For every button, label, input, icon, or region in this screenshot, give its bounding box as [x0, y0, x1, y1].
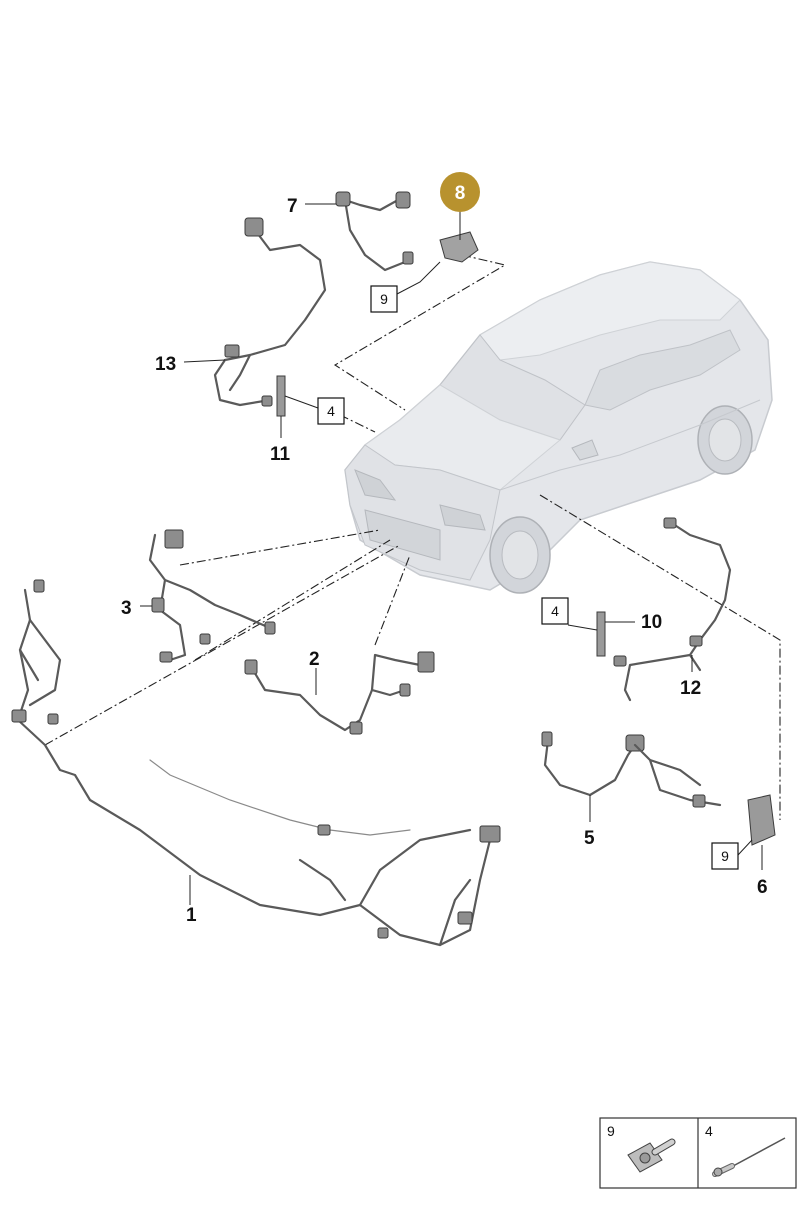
callout-8[interactable]: 8: [455, 183, 466, 204]
callout-2[interactable]: 2: [309, 649, 320, 670]
legend-label-4: 4: [705, 1123, 713, 1139]
part-10-bracket[interactable]: [567, 611, 635, 657]
part-3-harness[interactable]: [140, 529, 276, 663]
callout-13[interactable]: 13: [155, 354, 176, 375]
part-7-sensor-cable[interactable]: [305, 191, 414, 272]
blind-rivet-icon: [712, 1137, 786, 1177]
ref-box-4-right[interactable]: 4: [551, 603, 559, 619]
part-13-harness[interactable]: [183, 217, 327, 407]
ref-box-9-top[interactable]: 9: [380, 291, 388, 307]
ref-box-4-left[interactable]: 4: [327, 403, 335, 419]
part-5-sensor-cable[interactable]: [541, 731, 645, 822]
fastener-legend: 9 4: [599, 1117, 797, 1189]
part-1-front-bumper-harness[interactable]: [11, 579, 501, 947]
reference-leader-lines: [44, 254, 781, 820]
callout-11[interactable]: 11: [270, 444, 291, 465]
legend-label-9: 9: [607, 1123, 615, 1139]
callout-7[interactable]: 7: [287, 196, 298, 217]
part-2-harness[interactable]: [244, 651, 435, 735]
part-12-harness[interactable]: [613, 517, 732, 702]
callout-1[interactable]: 1: [186, 905, 197, 926]
vehicle-illustration: [344, 261, 773, 594]
callout-6[interactable]: 6: [757, 877, 768, 898]
ref-box-9-right[interactable]: 9: [721, 848, 729, 864]
boxed-references: 9 4 4 9: [317, 261, 739, 870]
bolt-icon: [627, 1138, 676, 1173]
part-11-bracket[interactable]: [276, 375, 319, 438]
callout-10[interactable]: 10: [641, 612, 662, 633]
callout-12[interactable]: 12: [680, 678, 701, 699]
callout-3[interactable]: 3: [121, 598, 132, 619]
part-8-bracket[interactable]: [439, 210, 479, 263]
callout-5[interactable]: 5: [584, 828, 595, 849]
part-6-bracket-harness[interactable]: [633, 743, 776, 870]
callout-labels: 8 7 13 11 3 2 10 12 5 6 1: [121, 172, 768, 926]
highlight-badge[interactable]: [440, 172, 480, 212]
